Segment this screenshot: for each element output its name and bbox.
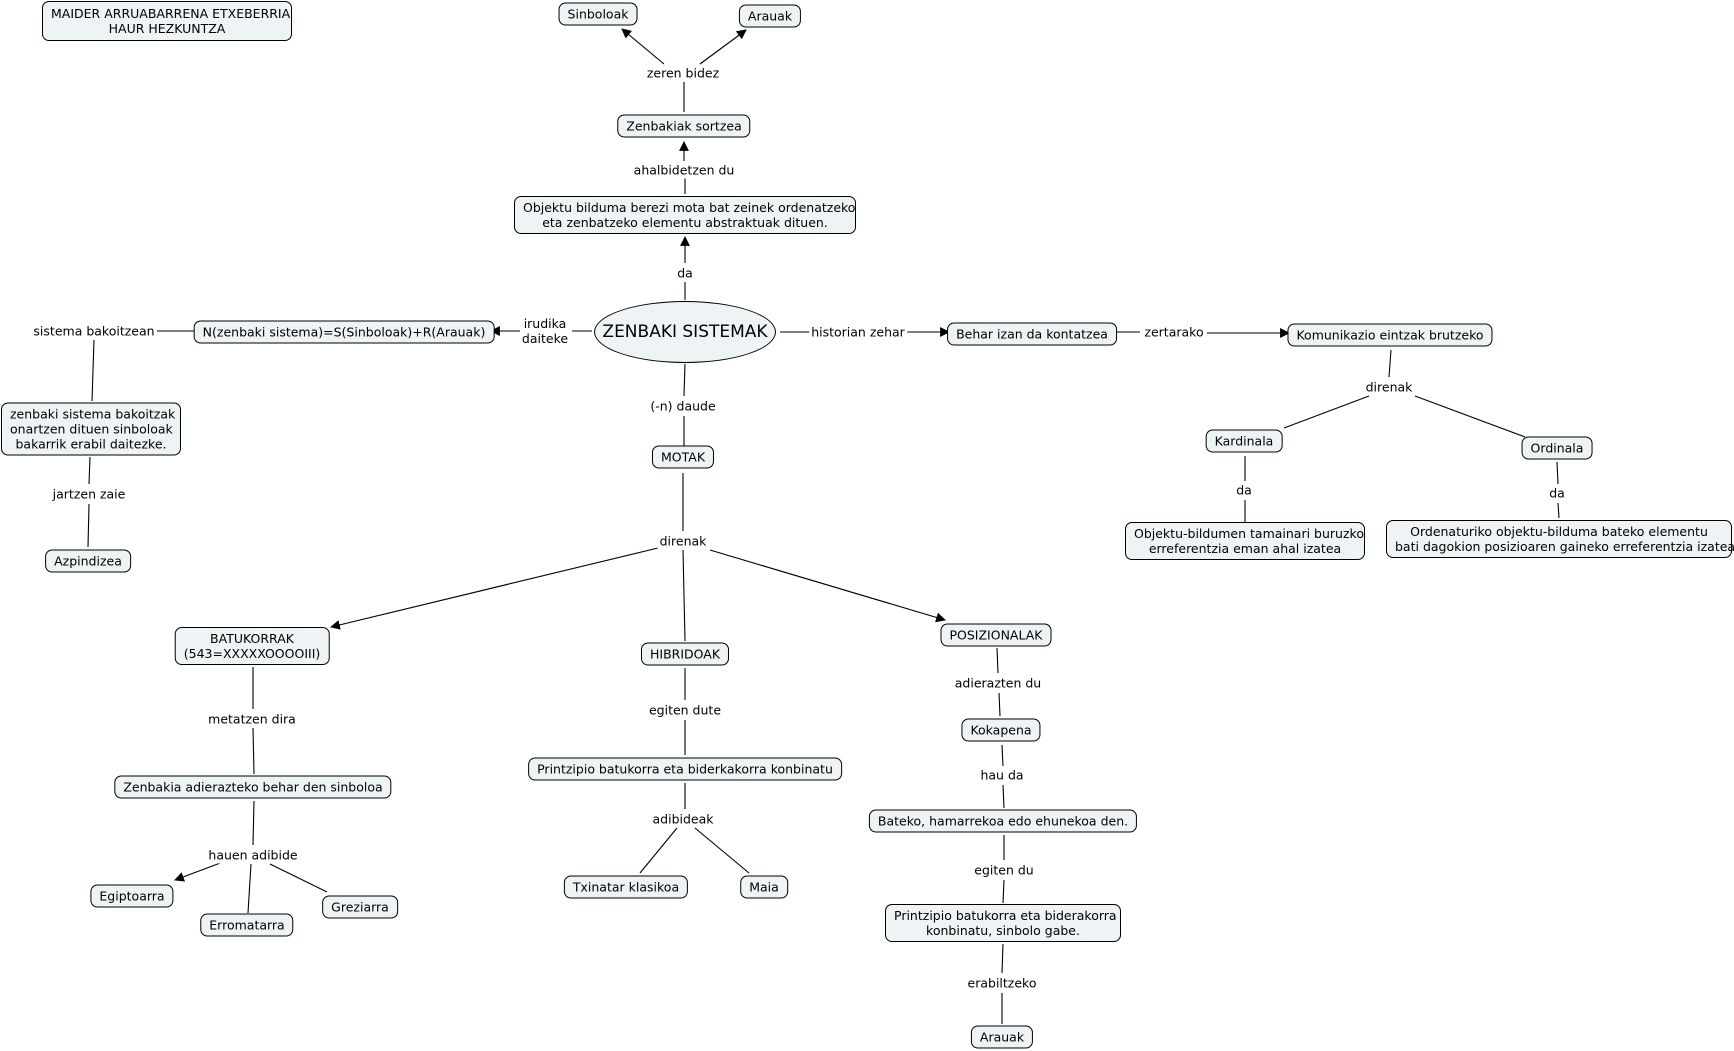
edge-direnak-hibridoak	[682, 549, 686, 642]
edge-adibideak-maia	[694, 827, 750, 874]
link-adierazten-du: adierazten du	[952, 674, 1044, 692]
node-hibridoak[interactable]: HIBRIDOAK	[640, 642, 730, 666]
node-egiptoarra[interactable]: Egiptoarra	[90, 884, 174, 908]
link-jartzen-zaie: jartzen zaie	[50, 485, 128, 503]
edge-direnak-batukorrak	[330, 547, 659, 630]
node-arauak-bottom[interactable]: Arauak	[970, 1025, 1034, 1049]
link-hau-da: hau da	[978, 766, 1026, 784]
node-zenbakiak-sortzea[interactable]: Zenbakiak sortzea	[617, 114, 751, 138]
edge-direnak-kardinala	[1283, 395, 1370, 429]
node-komunikazio[interactable]: Komunikazio eintzak brutzeko	[1287, 323, 1493, 347]
link-da-kardinala: da	[1234, 481, 1254, 499]
edge-zeren-bidez-sinboloak	[621, 28, 665, 65]
node-zenbakia-adierazteko[interactable]: Zenbakia adierazteko behar den sinboloa	[114, 775, 392, 799]
node-motak[interactable]: MOTAK	[651, 445, 715, 469]
node-behar-izan[interactable]: Behar izan da kontatzea	[947, 322, 1117, 346]
edge-zenbaki-jartzen	[88, 456, 91, 485]
node-batukorrak[interactable]: BATUKORRAK (543=XXXXXOOOOIII)	[174, 627, 330, 665]
node-kardinala[interactable]: Kardinala	[1205, 429, 1283, 453]
edge-direnak-posizionalak	[709, 549, 946, 623]
node-azpindizea[interactable]: Azpindizea	[45, 549, 131, 573]
edge-hauen-greziarra	[269, 863, 328, 893]
node-printzipio-hibrido[interactable]: Printzipio batukorra eta biderkakorra ko…	[528, 757, 842, 781]
node-sinboloak[interactable]: Sinboloak	[558, 2, 638, 26]
edge-adibideak-txinatar	[639, 827, 678, 874]
link-direnak-right: direnak	[1363, 378, 1415, 396]
link-adibideak: adibideak	[650, 810, 716, 828]
node-maia[interactable]: Maia	[740, 875, 788, 899]
edge-hau-da-bateko	[1002, 784, 1005, 809]
node-arauak-top[interactable]: Arauak	[738, 4, 802, 28]
edge-zenbakia-hauen	[252, 800, 255, 846]
edge-direnak-ordinala	[1414, 395, 1526, 438]
node-txinatar[interactable]: Txinatar klasikoa	[563, 875, 689, 899]
edge-printzipio-erabiltzeko	[1001, 943, 1004, 974]
link-n-daude: (-n) daude	[648, 397, 718, 415]
link-direnak-center: direnak	[657, 532, 709, 550]
node-objektu-bilduma[interactable]: Objektu bilduma berezi mota bat zeinek o…	[514, 196, 856, 234]
edge-main-n-daude	[683, 363, 686, 397]
node-printzipio-posizional[interactable]: Printzipio batukorra eta biderakorra kon…	[885, 904, 1121, 942]
node-posizionalak[interactable]: POSIZIONALAK	[940, 623, 1052, 647]
edge-adierazten-kokapena	[998, 692, 1001, 717]
link-zertarako: zertarako	[1142, 323, 1206, 341]
edge-sistema-zenbaki	[91, 339, 95, 402]
edge-hauen-erromatarra	[247, 863, 252, 914]
node-ordinala[interactable]: Ordinala	[1521, 436, 1593, 460]
node-zenbaki-sistema-bakoitzak[interactable]: zenbaki sistema bakoitzak onartzen ditue…	[1, 402, 181, 456]
edge-posizionalak-adierazten	[996, 647, 999, 674]
node-objektu-bildumen[interactable]: Objektu-bildumen tamainari buruzko erref…	[1125, 522, 1365, 560]
edge-jartzen-azpindizea	[87, 503, 90, 548]
node-zenbaki-sistemak[interactable]: ZENBAKI SISTEMAK	[594, 301, 776, 363]
link-sistema-bakoitzean: sistema bakoitzean	[31, 322, 157, 340]
node-ordenaturiko[interactable]: Ordenaturiko objektu-bilduma bateko elem…	[1386, 520, 1734, 558]
edge-zeren-bidez-arauak	[699, 29, 747, 65]
link-metatzen-dira: metatzen dira	[206, 710, 298, 728]
link-erabiltzeko: erabiltzeko	[965, 974, 1039, 992]
link-egiten-dute: egiten dute	[646, 701, 724, 719]
edge-hauen-egiptoarra	[174, 861, 224, 882]
link-historian-zehar: historian zehar	[809, 323, 907, 341]
link-ahalbidetzen-du: ahalbidetzen du	[631, 161, 737, 179]
node-kokapena[interactable]: Kokapena	[961, 718, 1041, 742]
link-hauen-adibide: hauen adibide	[206, 846, 300, 864]
node-erromatarra[interactable]: Erromatarra	[200, 913, 294, 937]
link-da-top: da	[675, 264, 695, 282]
link-egiten-du: egiten du	[972, 861, 1036, 879]
link-da-ordinala: da	[1547, 484, 1567, 502]
author-box[interactable]: MAIDER ARRUABARRENA ETXEBERRIA HAUR HEZK…	[42, 1, 292, 41]
edge-metatzen-zenbakia	[252, 727, 255, 775]
edge-ordinala-da	[1556, 461, 1559, 485]
link-zeren-bidez: zeren bidez	[644, 64, 722, 82]
edge-da-ordenaturiko	[1557, 502, 1560, 519]
node-greziarra[interactable]: Greziarra	[322, 895, 398, 919]
link-irudika-daiteke: irudika daiteke	[519, 315, 571, 347]
edge-egiten-du-printzipio	[1002, 879, 1005, 904]
edge-komunikazio-direnak	[1388, 349, 1392, 378]
node-formula[interactable]: N(zenbaki sistema)=S(Sinboloak)+R(Arauak…	[193, 320, 495, 344]
edge-kokapena-hau-da	[1001, 744, 1004, 767]
node-bateko[interactable]: Bateko, hamarrekoa edo ehunekoa den.	[868, 809, 1138, 833]
